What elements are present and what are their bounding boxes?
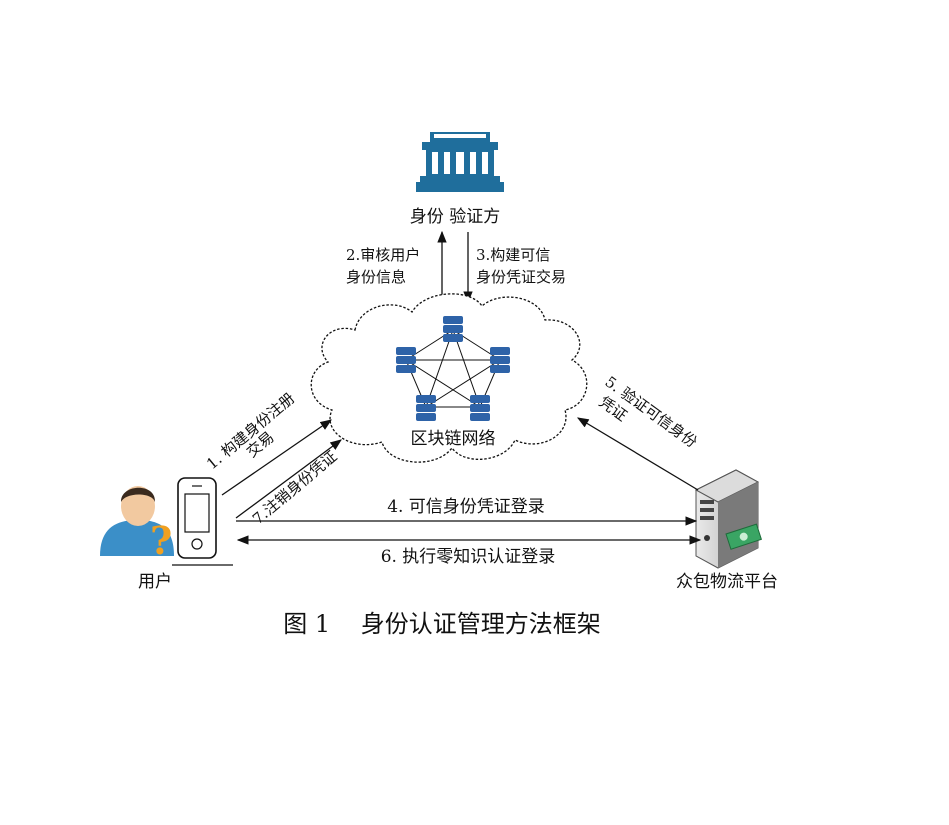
user-label: 用户	[138, 572, 172, 592]
edge-6-label: 6. 执行零知识认证登录	[381, 547, 556, 567]
server-tower-icon	[694, 469, 760, 569]
server-stack-icon	[416, 395, 436, 421]
edge-1-label-line1: 1. 构建身份注册	[203, 389, 298, 473]
blockchain-cloud	[310, 293, 588, 463]
figure-caption: 图 1 身份认证管理方法框架	[283, 610, 600, 638]
edge-1-arrow	[221, 419, 332, 496]
blockchain-label: 区块链网络	[411, 429, 496, 449]
server-stack-icon	[470, 395, 490, 421]
server-stack-icon	[443, 316, 463, 342]
verifier-label: 身份 验证方	[410, 207, 500, 227]
edge-3-label-line1: 3.构建可信	[476, 246, 550, 264]
edge-4-label: 4. 可信身份凭证登录	[387, 497, 545, 517]
server-stack-icon	[396, 347, 416, 373]
edge-5-arrow	[576, 417, 699, 491]
edge-2-label-line1: 2.审核用户	[346, 246, 420, 264]
platform-label: 众包物流平台	[676, 572, 778, 592]
server-stack-icon	[490, 347, 510, 373]
svg-text:?: ?	[150, 518, 172, 563]
cash-icon	[725, 523, 763, 550]
edge-3-label-line2: 身份凭证交易	[476, 268, 566, 286]
user-question-icon: ?	[100, 486, 174, 563]
edge-7-arrow	[235, 439, 342, 519]
government-building-icon	[416, 132, 504, 192]
mobile-phone-icon	[177, 477, 217, 559]
edge-7-label: 7.注销身份凭证	[249, 447, 340, 528]
edge-2-label-line2: 身份信息	[346, 268, 406, 286]
